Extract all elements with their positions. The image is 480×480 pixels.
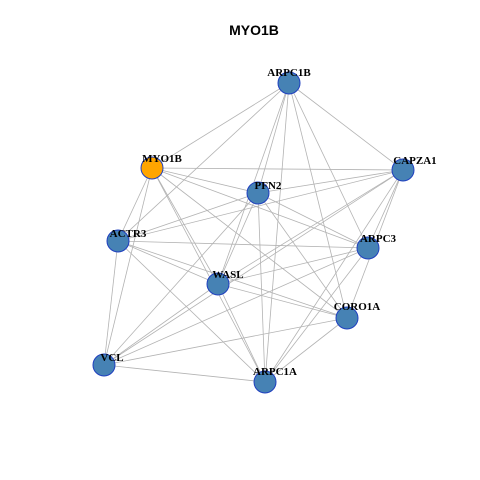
edge-arpc1b-myo1b (151, 82, 290, 169)
node-arpc1b[interactable]: ARPC1B (267, 67, 311, 95)
node-circle-arpc1a[interactable] (253, 370, 277, 394)
node-label-arpc1a: ARPC1A (253, 366, 297, 378)
edge-arpc1b-arpc3 (288, 82, 369, 249)
node-circle-coro1a[interactable] (335, 306, 359, 330)
edge-actr3-arpc3 (117, 240, 369, 249)
node-circle-arpc3[interactable] (356, 236, 380, 260)
edge-arpc3-wasl (217, 247, 369, 285)
node-actr3[interactable]: ACTR3 (106, 228, 147, 253)
edge-capza1-vcl (103, 169, 404, 366)
edge-arpc1b-pfn2 (257, 82, 290, 194)
edge-wasl-coro1a (217, 283, 348, 319)
edge-arpc1b-arpc1a (264, 82, 290, 383)
edge-layer (103, 82, 404, 383)
node-capza1[interactable]: CAPZA1 (391, 155, 437, 182)
edge-pfn2-coro1a (257, 192, 348, 319)
edge-capza1-pfn2 (257, 169, 404, 194)
node-pfn2[interactable]: PFN2 (246, 180, 282, 205)
node-arpc1a[interactable]: ARPC1A (253, 366, 297, 394)
edge-myo1b-actr3 (117, 167, 153, 242)
edge-pfn2-actr3 (117, 192, 259, 242)
edge-myo1b-arpc1a (151, 167, 266, 383)
edge-pfn2-arpc1a (257, 192, 266, 383)
edge-actr3-wasl (117, 240, 219, 285)
node-label-arpc1b: ARPC1B (267, 67, 311, 79)
node-vcl[interactable]: VCL (92, 352, 124, 377)
edge-myo1b-vcl (103, 167, 153, 366)
node-label-coro1a: CORO1A (334, 301, 381, 313)
node-label-wasl: WASL (212, 269, 243, 281)
node-circle-wasl[interactable] (206, 272, 230, 296)
node-label-actr3: ACTR3 (110, 228, 147, 240)
node-myo1b[interactable]: MYO1B (140, 153, 183, 180)
edge-capza1-actr3 (117, 169, 404, 242)
edge-capza1-arpc1a (264, 169, 404, 383)
edge-myo1b-arpc3 (151, 167, 369, 249)
edge-arpc1b-capza1 (288, 82, 404, 171)
edge-myo1b-pfn2 (151, 167, 259, 194)
node-wasl[interactable]: WASL (206, 269, 244, 296)
edge-myo1b-capza1 (151, 167, 404, 171)
edge-vcl-arpc1a (103, 364, 266, 383)
node-label-vcl: VCL (100, 352, 123, 364)
node-circle-myo1b[interactable] (140, 156, 164, 180)
edge-actr3-coro1a (117, 240, 348, 319)
diagram-title: MYO1B (229, 22, 279, 38)
edge-pfn2-arpc3 (257, 192, 369, 249)
edge-arpc1b-coro1a (288, 82, 348, 319)
edge-pfn2-wasl (217, 192, 259, 285)
node-circle-vcl[interactable] (92, 353, 116, 377)
node-label-capza1: CAPZA1 (393, 155, 436, 167)
node-label-arpc3: ARPC3 (360, 233, 397, 245)
node-label-myo1b: MYO1B (142, 153, 182, 165)
node-coro1a[interactable]: CORO1A (334, 301, 381, 330)
node-circle-capza1[interactable] (391, 158, 415, 182)
edge-myo1b-wasl (151, 167, 219, 285)
edge-actr3-arpc1a (117, 240, 266, 383)
edge-myo1b-coro1a (151, 167, 348, 319)
node-label-pfn2: PFN2 (255, 180, 282, 192)
edge-arpc3-arpc1a (264, 247, 369, 383)
edge-capza1-wasl (217, 169, 404, 285)
edge-coro1a-vcl (103, 317, 348, 366)
edge-wasl-vcl (103, 283, 219, 366)
edge-actr3-vcl (103, 240, 119, 366)
edge-pfn2-vcl (103, 192, 259, 366)
edge-arpc1b-actr3 (117, 82, 290, 242)
edge-coro1a-arpc1a (264, 317, 348, 383)
node-circle-actr3[interactable] (106, 229, 130, 253)
edge-arpc3-vcl (103, 247, 369, 366)
edge-wasl-arpc1a (217, 283, 266, 383)
node-circle-pfn2[interactable] (246, 181, 270, 205)
node-arpc3[interactable]: ARPC3 (356, 233, 397, 260)
edge-capza1-arpc3 (367, 169, 404, 249)
node-circle-arpc1b[interactable] (277, 71, 301, 95)
